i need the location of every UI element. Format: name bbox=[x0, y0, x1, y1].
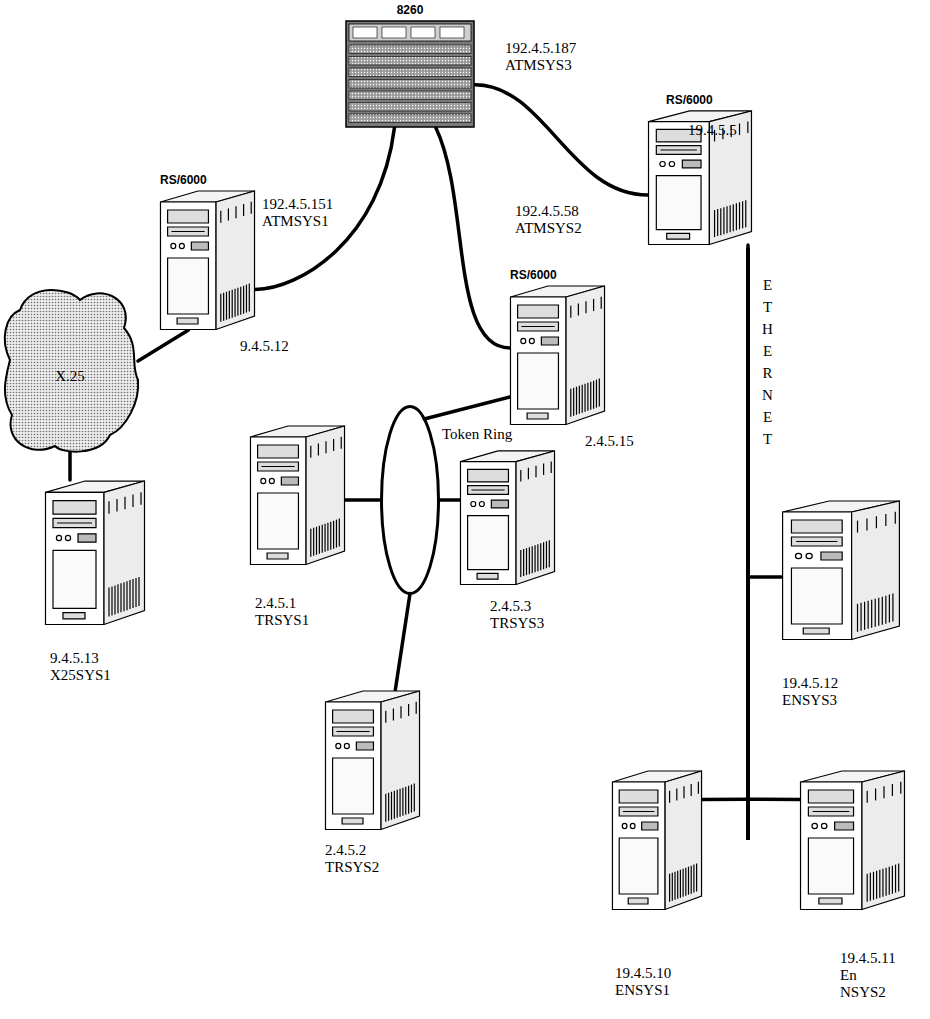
host-label: 192.4.5.187 ATMSYS3 bbox=[505, 40, 587, 74]
workstation: 2.4.5.3 TRSYS3 bbox=[460, 450, 555, 585]
network-link bbox=[345, 498, 382, 502]
model-label: RS/6000 bbox=[510, 268, 590, 283]
computer-icon bbox=[460, 450, 555, 585]
network-link bbox=[424, 397, 510, 419]
rs6000-server: RS/6000192.4.5.187 ATMSYS319.4.5.5 bbox=[648, 110, 752, 245]
workstation: 2.4.5.1 TRSYS1 bbox=[250, 425, 345, 565]
ip-address: 19.4.5.5 bbox=[688, 122, 748, 139]
rs6000-server: 192.4.5.58 ATMSYS2RS/60002.4.5.15 bbox=[510, 285, 605, 425]
computer-icon bbox=[250, 425, 345, 565]
network-link bbox=[138, 330, 189, 361]
host-label: 2.4.5.2 TRSYS2 bbox=[325, 842, 387, 876]
ip-address: 2.4.5.15 bbox=[585, 433, 655, 450]
network-name: X.25 bbox=[45, 368, 95, 385]
computer-icon bbox=[510, 285, 605, 425]
ethernet-bus: ETHERNET bbox=[746, 248, 776, 840]
workstation: 2.4.5.2 TRSYS2 bbox=[325, 690, 420, 830]
computer-icon bbox=[800, 770, 905, 910]
atm-switch: 8260 bbox=[345, 20, 475, 128]
workstation: 9.4.5.13 X25SYS1 bbox=[45, 480, 145, 625]
computer-icon bbox=[782, 500, 900, 640]
network-link bbox=[395, 594, 410, 691]
ip-address: 9.4.5.12 bbox=[240, 338, 310, 355]
workstation: 19.4.5.11 En NSYS2 bbox=[800, 770, 905, 910]
computer-icon bbox=[325, 690, 420, 830]
host-label: 19.4.5.11 En NSYS2 bbox=[840, 950, 902, 1001]
network-link bbox=[475, 85, 648, 195]
workstation: 19.4.5.10 ENSYS1 bbox=[612, 770, 702, 910]
host-label: 19.4.5.12 ENSYS3 bbox=[782, 675, 854, 709]
computer-icon bbox=[160, 190, 255, 330]
workstation: 19.4.5.12 ENSYS3 bbox=[782, 500, 900, 640]
network-link bbox=[702, 797, 748, 801]
network-link bbox=[68, 452, 72, 480]
model-label: RS/6000 bbox=[160, 173, 240, 188]
host-label: 9.4.5.13 X25SYS1 bbox=[50, 650, 125, 684]
token-ring: Token Ring bbox=[380, 405, 440, 595]
computer-icon bbox=[45, 480, 145, 625]
host-label: 2.4.5.3 TRSYS3 bbox=[490, 598, 552, 632]
host-label: 192.4.5.58 ATMSYS2 bbox=[515, 203, 597, 237]
host-label: 19.4.5.10 ENSYS1 bbox=[615, 965, 685, 999]
network-link bbox=[748, 797, 800, 801]
network-link bbox=[439, 498, 461, 502]
network-link bbox=[255, 128, 394, 289]
rs6000-server: RS/6000192.4.5.151 ATMSYS19.4.5.12 bbox=[160, 190, 255, 330]
network-link bbox=[748, 575, 782, 579]
x25-cloud: X.25 bbox=[0, 280, 140, 460]
model-label: RS/6000 bbox=[666, 93, 746, 108]
computer-icon bbox=[612, 770, 702, 910]
switch-chassis bbox=[345, 20, 475, 128]
switch-name: 8260 bbox=[385, 3, 435, 18]
network-name: ETHERNET bbox=[760, 274, 775, 450]
host-label: 192.4.5.151 ATMSYS1 bbox=[262, 196, 344, 230]
network-name: Token Ring bbox=[442, 426, 532, 443]
host-label: 2.4.5.1 TRSYS1 bbox=[255, 595, 317, 629]
network-link bbox=[436, 128, 510, 348]
token-ring-loop bbox=[380, 405, 440, 595]
